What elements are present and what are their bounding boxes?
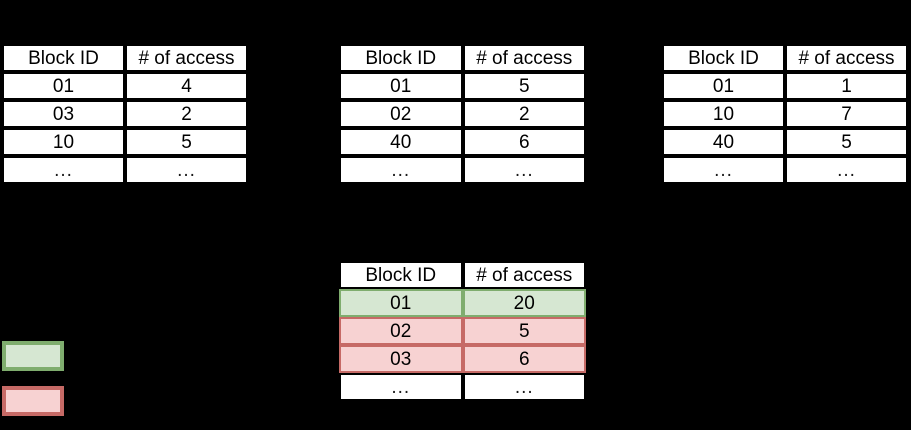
cell-ellipsis: ... <box>785 156 908 184</box>
header-access-count: # of access <box>125 44 248 72</box>
table-ellipsis-row: ... ... <box>662 156 908 184</box>
source-table-2: Block ID # of access 01 5 02 2 40 6 ... … <box>339 44 586 184</box>
table-row: 40 5 <box>662 128 908 156</box>
cell-access-count: 4 <box>125 72 248 100</box>
cell-block-id: 01 <box>339 289 463 317</box>
cell-block-id: 01 <box>339 72 463 100</box>
cell-access-count: 1 <box>785 72 908 100</box>
cell-block-id: 10 <box>662 100 785 128</box>
table-row-highlighted-green: 01 20 <box>339 289 586 317</box>
cell-access-count: 5 <box>785 128 908 156</box>
header-block-id: Block ID <box>662 44 785 72</box>
header-block-id: Block ID <box>339 261 463 289</box>
header-access-count: # of access <box>785 44 908 72</box>
cell-block-id: 40 <box>662 128 785 156</box>
cell-ellipsis: ... <box>662 156 785 184</box>
header-access-count: # of access <box>462 44 586 72</box>
header-block-id: Block ID <box>2 44 125 72</box>
cell-access-count: 20 <box>462 289 586 317</box>
cell-access-count: 5 <box>125 128 248 156</box>
cell-block-id: 10 <box>2 128 125 156</box>
cell-block-id: 01 <box>2 72 125 100</box>
table-row: 01 5 <box>339 72 586 100</box>
table-row-highlighted-red: 03 6 <box>339 345 586 373</box>
cell-block-id: 40 <box>339 128 463 156</box>
table-row: 10 7 <box>662 100 908 128</box>
table-ellipsis-row: ... ... <box>339 373 586 401</box>
header-block-id: Block ID <box>339 44 463 72</box>
legend-swatch-red <box>2 386 64 416</box>
cell-access-count: 6 <box>462 128 586 156</box>
table-header-row: Block ID # of access <box>339 261 586 289</box>
table-row-highlighted-red: 02 5 <box>339 317 586 345</box>
cell-block-id: 02 <box>339 317 463 345</box>
cell-access-count: 2 <box>125 100 248 128</box>
cell-access-count: 7 <box>785 100 908 128</box>
cell-block-id: 02 <box>339 100 463 128</box>
table-row: 01 1 <box>662 72 908 100</box>
cell-block-id: 01 <box>662 72 785 100</box>
table-header-row: Block ID # of access <box>339 44 586 72</box>
source-table-3: Block ID # of access 01 1 10 7 40 5 ... … <box>662 44 908 184</box>
cell-ellipsis: ... <box>339 373 463 401</box>
cell-access-count: 2 <box>462 100 586 128</box>
cell-access-count: 5 <box>462 317 586 345</box>
table-header-row: Block ID # of access <box>2 44 248 72</box>
table-ellipsis-row: ... ... <box>339 156 586 184</box>
cell-block-id: 03 <box>339 345 463 373</box>
table-ellipsis-row: ... ... <box>2 156 248 184</box>
cell-ellipsis: ... <box>462 373 586 401</box>
table-row: 10 5 <box>2 128 248 156</box>
cell-access-count: 5 <box>462 72 586 100</box>
merged-table: Block ID # of access 01 20 02 5 03 6 ...… <box>339 261 586 401</box>
source-table-1: Block ID # of access 01 4 03 2 10 5 ... … <box>2 44 248 184</box>
cell-ellipsis: ... <box>2 156 125 184</box>
cell-ellipsis: ... <box>125 156 248 184</box>
table-row: 01 4 <box>2 72 248 100</box>
table-row: 40 6 <box>339 128 586 156</box>
table-row: 02 2 <box>339 100 586 128</box>
cell-access-count: 6 <box>462 345 586 373</box>
cell-block-id: 03 <box>2 100 125 128</box>
cell-ellipsis: ... <box>462 156 586 184</box>
cell-ellipsis: ... <box>339 156 463 184</box>
legend-swatch-green <box>2 341 64 371</box>
header-access-count: # of access <box>462 261 586 289</box>
table-header-row: Block ID # of access <box>662 44 908 72</box>
table-row: 03 2 <box>2 100 248 128</box>
